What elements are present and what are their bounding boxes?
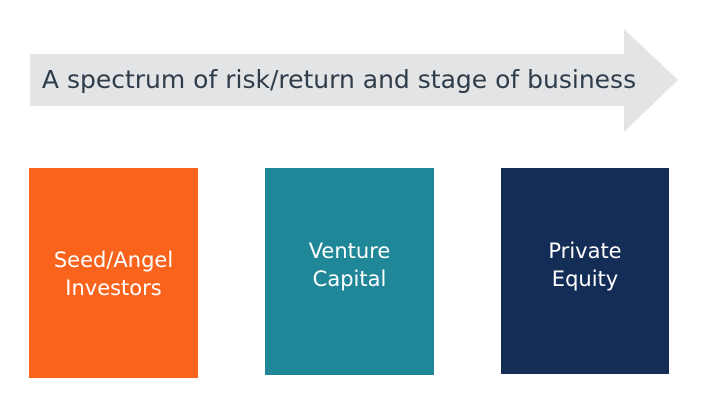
stage-box-private-equity: Private Equity bbox=[501, 168, 669, 374]
arrow-shape bbox=[30, 29, 678, 132]
arrow-polygon bbox=[30, 29, 678, 132]
stage-label-line-1: Venture bbox=[308, 238, 391, 263]
stage-box-venture-capital: Venture Capital bbox=[265, 168, 434, 375]
arrow-label: A spectrum of risk/return and stage of b… bbox=[41, 65, 637, 94]
stage-label-seed-angel: Seed/Angel Investors bbox=[54, 246, 173, 302]
stage-label-line-1: Private bbox=[548, 239, 622, 263]
stage-label-line-2: Capital bbox=[312, 266, 387, 291]
stage-box-seed-angel: Seed/Angel Investors bbox=[29, 168, 198, 378]
stage-label-venture-capital: Venture Capital bbox=[309, 237, 391, 293]
stage-label-line-1: Seed/Angel bbox=[53, 248, 174, 272]
stage-label-private-equity: Private Equity bbox=[548, 237, 621, 293]
stage-label-line-2: Investors bbox=[65, 276, 162, 300]
stage-label-line-2: Equity bbox=[551, 267, 619, 291]
